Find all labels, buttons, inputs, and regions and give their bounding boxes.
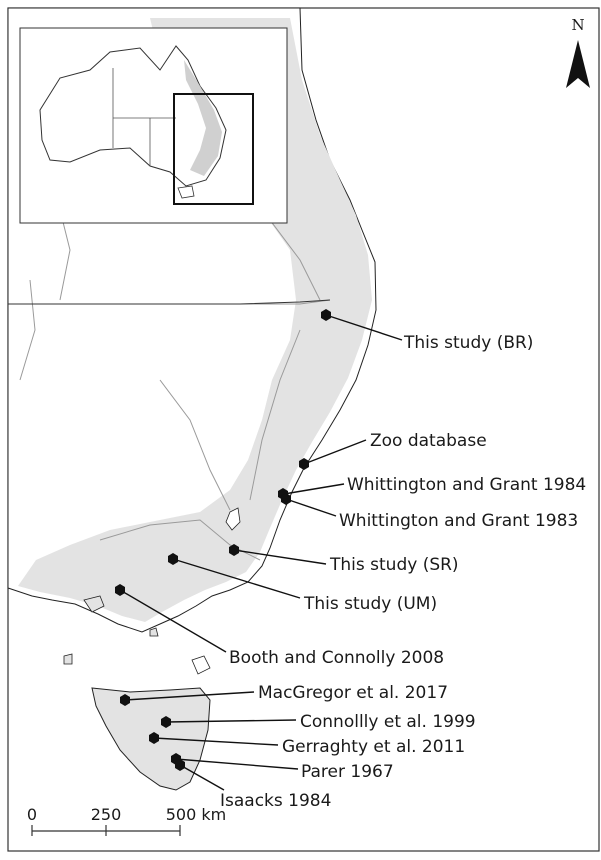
north-arrow-icon: N	[566, 16, 590, 88]
site-label: MacGregor et al. 2017	[258, 683, 448, 703]
site-marker-icon	[149, 732, 159, 744]
inset-borders	[112, 68, 176, 166]
inset-range	[184, 60, 222, 176]
site-label: Zoo database	[370, 431, 487, 451]
scale-bar: 0 250 500 km	[27, 805, 226, 836]
site-label: Parer 1967	[301, 762, 394, 782]
island	[149, 627, 159, 637]
scale-tick-label: 0	[27, 805, 37, 824]
site-whittington-1983: Whittington and Grant 1983	[281, 493, 578, 531]
site-label: This study (SR)	[329, 555, 459, 575]
inset-extent-box	[173, 93, 254, 205]
site-zoo-database: Zoo database	[299, 431, 487, 470]
state-border-line	[8, 299, 331, 305]
site-label: Connollly et al. 1999	[300, 712, 476, 732]
site-whittington-1984: Whittington and Grant 1984	[278, 475, 586, 500]
site-label: Booth and Connolly 2008	[229, 648, 444, 668]
site-this-study-br: This study (BR)	[321, 309, 533, 353]
site-marker-icon	[281, 493, 291, 505]
site-label: Whittington and Grant 1983	[339, 511, 578, 531]
site-marker-icon	[161, 716, 171, 728]
island	[191, 655, 211, 675]
site-connolly-1999: Connollly et al. 1999	[161, 712, 476, 732]
site-marker-icon	[168, 553, 178, 565]
inset-map	[19, 27, 288, 224]
island	[225, 507, 241, 531]
site-this-study-um: This study (UM)	[168, 553, 437, 614]
site-this-study-sr: This study (SR)	[229, 544, 459, 575]
site-isaacks: Isaacks 1984	[175, 759, 331, 811]
island	[63, 653, 73, 665]
site-marker-icon	[299, 458, 309, 470]
site-marker-icon	[321, 309, 331, 321]
site-label: This study (BR)	[403, 333, 533, 353]
site-label: This study (UM)	[303, 594, 437, 614]
site-macgregor: MacGregor et al. 2017	[120, 683, 448, 706]
site-label: Whittington and Grant 1984	[347, 475, 586, 495]
inset-tasmania	[177, 185, 195, 199]
scale-tick-label: 500 km	[166, 805, 226, 824]
scale-tick-label: 250	[91, 805, 122, 824]
north-label: N	[571, 16, 584, 34]
site-label: Isaacks 1984	[220, 791, 331, 811]
site-markers: This study (BR) Zoo database Whittington…	[115, 309, 586, 811]
site-marker-icon	[175, 759, 185, 771]
site-marker-icon	[115, 584, 125, 596]
island	[83, 595, 105, 613]
site-marker-icon	[120, 694, 130, 706]
site-marker-icon	[229, 544, 239, 556]
site-label: Gerraghty et al. 2011	[282, 737, 465, 757]
inset-australia-icon	[39, 45, 227, 187]
site-booth-connolly: Booth and Connolly 2008	[115, 584, 444, 668]
site-gerraghty: Gerraghty et al. 2011	[149, 732, 465, 757]
